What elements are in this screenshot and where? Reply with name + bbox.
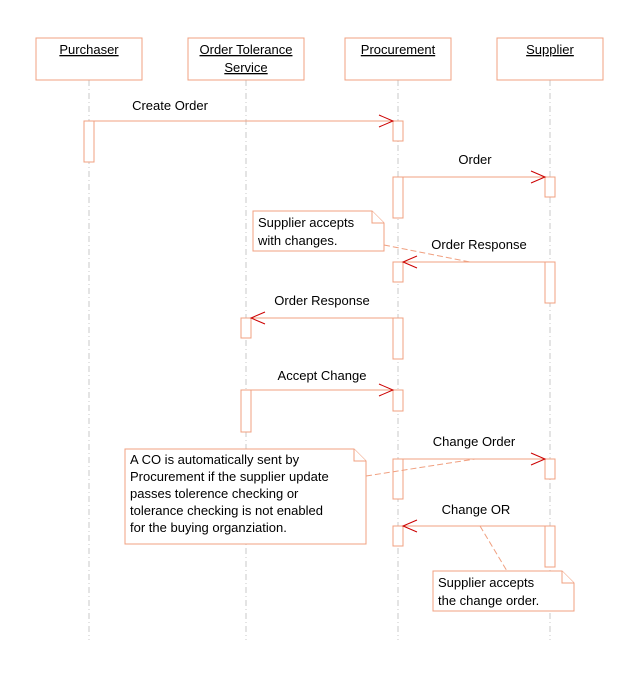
activation-procurement-2 [392, 176, 404, 219]
activation-supplier-3 [544, 458, 556, 480]
arrowhead-right-icon [530, 452, 547, 466]
activation-ots-2 [240, 389, 252, 433]
activation-supplier-1 [544, 176, 556, 198]
message-label: Change OR [442, 502, 511, 517]
note-fold-icon [561, 571, 574, 584]
activation-supplier-2 [544, 261, 556, 304]
arrowhead-left-icon [401, 519, 418, 533]
note-fold-icon [371, 211, 384, 224]
participant-order-tolerance-service: Order Tolerance Service [187, 37, 305, 81]
arrowhead-right-icon [530, 170, 547, 184]
arrowhead-left-icon [401, 255, 418, 269]
participant-ots-label-line1: Order Tolerance [200, 42, 293, 57]
note-line: Procurement if the supplier update [130, 469, 329, 484]
activation-procurement-3 [392, 261, 404, 283]
activation-supplier-4 [544, 525, 556, 568]
message-accept-change: Accept Change [251, 368, 395, 397]
participant-supplier: Supplier [496, 37, 604, 81]
participant-procurement-label: Procurement [361, 42, 436, 57]
message-label: Order [458, 152, 492, 167]
message-label: Accept Change [278, 368, 367, 383]
message-label: Create Order [132, 98, 209, 113]
note-supplier-accepts-change-order: Supplier accepts the change order. [432, 525, 575, 612]
note-line: tolerance checking is not enabled [130, 503, 323, 518]
message-order-response-1: Order Response [401, 237, 545, 269]
activation-procurement-5 [392, 389, 404, 412]
activation-purchaser [83, 120, 95, 163]
note-line: A CO is automatically sent by [130, 452, 300, 467]
arrowhead-right-icon [378, 383, 395, 397]
message-create-order: Create Order [94, 98, 395, 128]
activation-procurement-1 [392, 120, 404, 142]
message-change-order: Change Order [403, 434, 547, 466]
activation-procurement-7 [392, 525, 404, 547]
participant-supplier-label: Supplier [526, 42, 574, 57]
note-supplier-accepts-with-changes: Supplier accepts with changes. [252, 210, 471, 263]
message-change-or: Change OR [401, 502, 545, 533]
activation-ots-1 [240, 317, 252, 339]
note-line: Supplier accepts [438, 575, 535, 590]
note-fold-icon [353, 449, 366, 462]
participant-procurement: Procurement [344, 37, 452, 81]
message-label: Order Response [431, 237, 526, 252]
message-order: Order [403, 152, 547, 184]
note-line: passes tolerence checking or [130, 486, 299, 501]
arrowhead-left-icon [249, 311, 266, 325]
participant-purchaser: Purchaser [35, 37, 143, 81]
note-line: Supplier accepts [258, 215, 355, 230]
message-label: Order Response [274, 293, 369, 308]
message-label: Change Order [433, 434, 516, 449]
note-line: for the buying organziation. [130, 520, 287, 535]
arrowhead-right-icon [378, 114, 395, 128]
note-connector [383, 244, 471, 263]
participant-purchaser-label: Purchaser [59, 42, 119, 57]
note-line: the change order. [438, 593, 539, 608]
message-order-response-2: Order Response [249, 293, 393, 325]
note-connector [365, 458, 476, 477]
activation-procurement-4 [392, 317, 404, 360]
note-co-auto-sent: A CO is automatically sent by Procuremen… [124, 448, 476, 545]
note-connector [479, 525, 508, 572]
participant-ots-label-line2: Service [224, 60, 267, 75]
activation-procurement-6 [392, 458, 404, 500]
note-line: with changes. [257, 233, 338, 248]
